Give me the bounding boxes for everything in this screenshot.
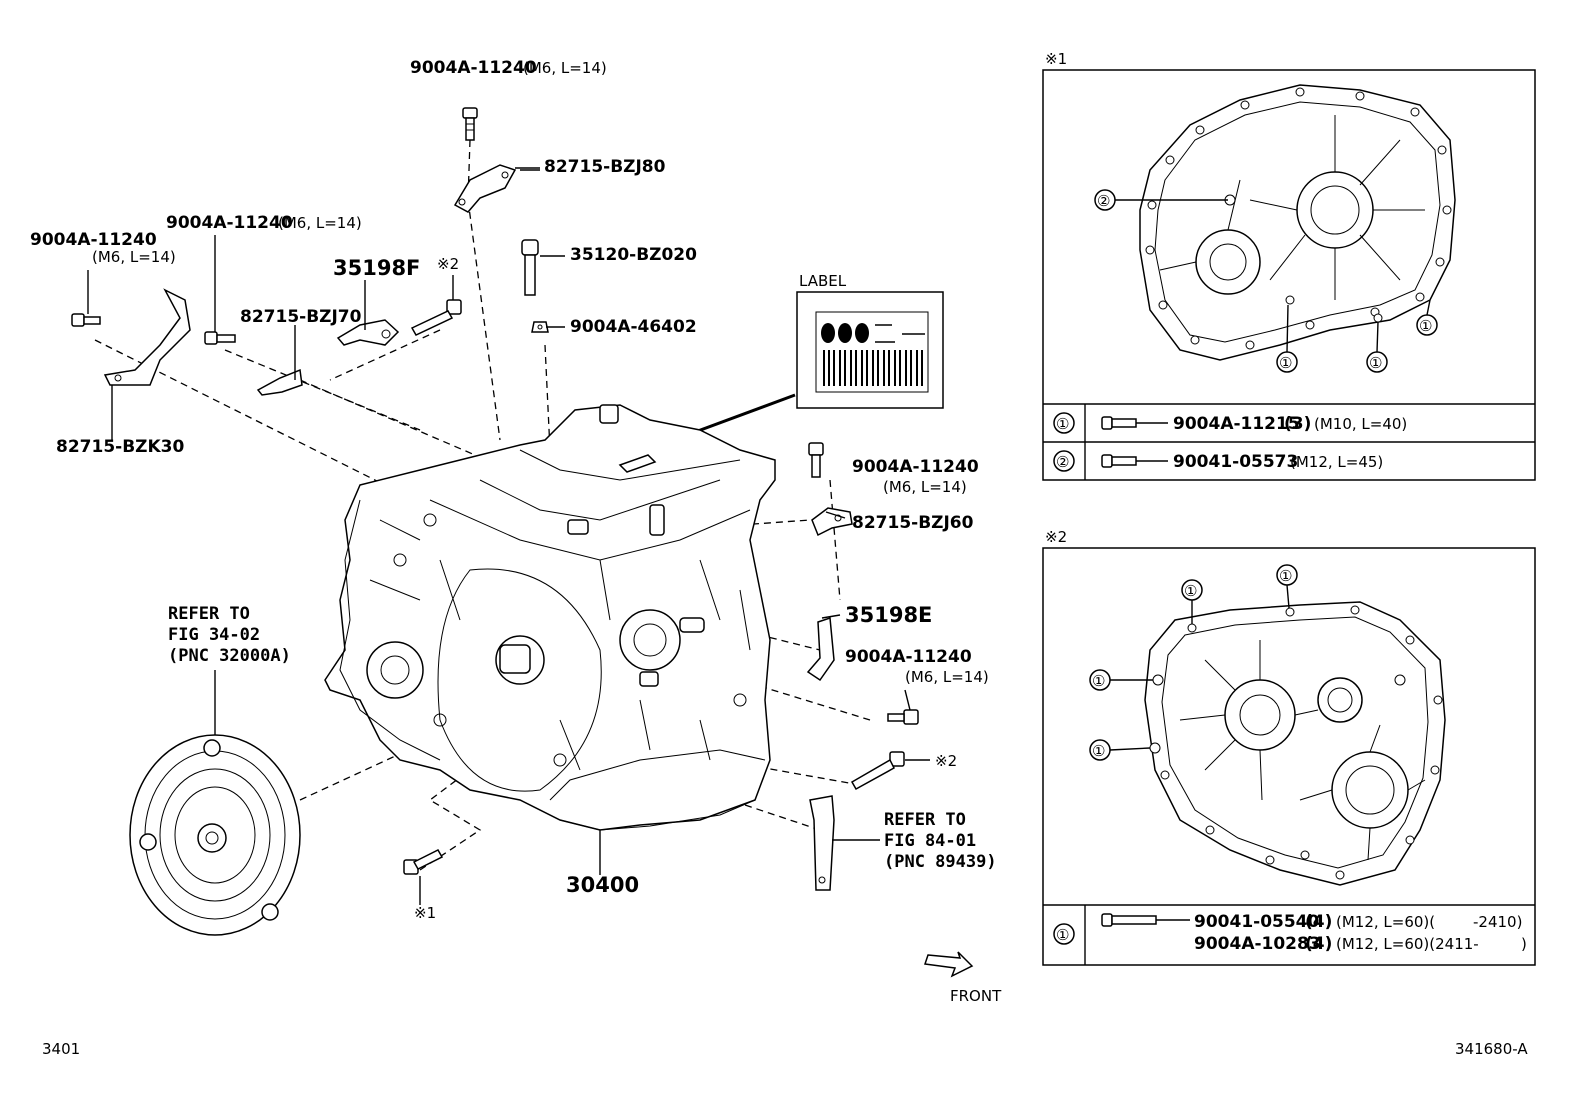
detail1-row2-num: ② bbox=[1056, 453, 1069, 471]
bracket-bzk30-callout: 82715-BZK30 bbox=[56, 437, 184, 457]
footer-right: 341680-A bbox=[1455, 1040, 1528, 1058]
bracket-bzk30-part bbox=[103, 288, 191, 386]
bolt-left2-callout: 9004A-11240 bbox=[166, 213, 293, 233]
detail2-marker-2: ① bbox=[1279, 567, 1292, 585]
detail2-row2-qty: (4) bbox=[1305, 934, 1332, 954]
bolt-right2-callout: 9004A-11240 bbox=[845, 647, 972, 667]
detail2-panel: ※2 ① ① ① ① ① bbox=[1042, 528, 1536, 966]
bolt-left1-spec: (M6, L=14) bbox=[92, 248, 176, 266]
bolt-icon bbox=[1101, 913, 1157, 927]
transmission-assembly bbox=[324, 404, 776, 831]
detail1-row1-num: ① bbox=[1056, 415, 1069, 433]
detail1-row2-part: 90041-05573 bbox=[1173, 452, 1298, 472]
detail1-marker-2: ① bbox=[1419, 317, 1432, 335]
detail2-marker-3: ① bbox=[1092, 672, 1105, 690]
top-bolt-part bbox=[462, 107, 478, 141]
bolt-right1-part bbox=[808, 442, 824, 478]
detail1-row1-spec: (M10, L=40) bbox=[1314, 415, 1407, 433]
bracket-bzj60-part bbox=[811, 507, 853, 537]
detail1-marker-3: ① bbox=[1279, 354, 1292, 372]
part-35120-shape bbox=[521, 239, 539, 296]
refer-34-line1: REFER TO bbox=[168, 604, 250, 624]
part-35198e-callout: 35198E bbox=[845, 603, 932, 627]
bolt-bottom-part bbox=[403, 849, 444, 875]
footer-left: 3401 bbox=[42, 1040, 80, 1058]
bolt-left2-part bbox=[204, 331, 236, 345]
detail1-row1-qty: (3) bbox=[1284, 414, 1311, 434]
bolt-icon bbox=[1101, 416, 1137, 430]
mark2-top-callout: ※2 bbox=[437, 255, 459, 273]
detail1-marker-4: ① bbox=[1369, 354, 1382, 372]
detail1-row1-part: 9004A-11215 bbox=[1173, 414, 1300, 434]
refer-84-line1: REFER TO bbox=[884, 810, 966, 830]
part-35198e-shape bbox=[806, 616, 835, 682]
bolt-left1-part bbox=[71, 313, 101, 327]
detail2-row1-qty: (4) bbox=[1305, 912, 1332, 932]
bracket-bzj80-callout: 82715-BZJ80 bbox=[544, 157, 666, 177]
mark2-right-callout: ※2 bbox=[935, 752, 957, 770]
detail2-marker-4: ① bbox=[1092, 742, 1105, 760]
detail1-marker-1: ② bbox=[1097, 192, 1110, 210]
assembly-30400-callout: 30400 bbox=[566, 873, 639, 897]
refer-84-line2: FIG 84-01 bbox=[884, 831, 976, 851]
part-35198f-shape bbox=[336, 319, 400, 346]
refer-84-line3: (PNC 89439) bbox=[884, 852, 997, 872]
detail2-row1-range: -2410) bbox=[1473, 913, 1522, 931]
detail2-row2-part: 9004A-10283 bbox=[1194, 934, 1321, 954]
refer-34-line3: (PNC 32000A) bbox=[168, 646, 291, 666]
bolt-mark2-right-part bbox=[850, 751, 905, 791]
detail2-row-num: ① bbox=[1056, 926, 1069, 944]
bolt-left2-spec: (M6, L=14) bbox=[278, 214, 362, 232]
detail1-row2-spec: (M12, L=45) bbox=[1290, 453, 1383, 471]
refer-34-line2: FIG 34-02 bbox=[168, 625, 260, 645]
bolt-top-spec: (M6, L=14) bbox=[523, 59, 607, 77]
part-35120-callout: 35120-BZ020 bbox=[570, 245, 697, 265]
bolt-mark2-top-part bbox=[410, 299, 462, 336]
detail1-mark: ※1 bbox=[1045, 50, 1067, 68]
callout-leaders bbox=[87, 167, 930, 905]
bolt-icon bbox=[1101, 454, 1137, 468]
bracket-bzj60-callout: 82715-BZJ60 bbox=[852, 513, 974, 533]
mark1-bottom-callout: ※1 bbox=[414, 904, 436, 922]
torque-converter bbox=[129, 734, 301, 936]
detail2-row2-range: ) bbox=[1521, 935, 1527, 953]
label-heading: LABEL bbox=[799, 272, 847, 290]
bolt-right2-part bbox=[887, 709, 919, 725]
front-arrow-icon bbox=[924, 951, 974, 978]
bolt-top-callout: 9004A-11240 bbox=[410, 58, 537, 78]
bracket-bzj80-part bbox=[453, 164, 517, 213]
bracket-bzj70-callout: 82715-BZJ70 bbox=[240, 307, 362, 327]
bolt-right1-callout: 9004A-11240 bbox=[852, 457, 979, 477]
label-illustration bbox=[796, 291, 944, 409]
detail2-row1-spec: (M12, L=60)( bbox=[1336, 913, 1435, 931]
bracket-89439-part bbox=[809, 795, 835, 891]
detail2-row1-part: 90041-05540 bbox=[1194, 912, 1320, 932]
part-46402-callout: 9004A-46402 bbox=[570, 317, 697, 337]
detail2-row2-spec: (M12, L=60)(2411- bbox=[1336, 935, 1479, 953]
bolt-right1-spec: (M6, L=14) bbox=[883, 478, 967, 496]
bracket-bzj70-part bbox=[256, 368, 303, 396]
part-46402-shape bbox=[531, 321, 549, 333]
detail1-panel: ※1 ② ① ① ① bbox=[1042, 50, 1536, 481]
front-label: FRONT bbox=[950, 987, 1002, 1005]
detail2-mark: ※2 bbox=[1045, 528, 1067, 546]
callout-text: 9004A-11240 (M6, L=14) 82715-BZJ80 9004A… bbox=[30, 58, 1002, 1005]
bolt-left1-callout: 9004A-11240 bbox=[30, 230, 157, 250]
bolt-right2-spec: (M6, L=14) bbox=[905, 668, 989, 686]
part-35198f-callout: 35198F bbox=[333, 256, 420, 280]
detail2-marker-1: ① bbox=[1184, 582, 1197, 600]
